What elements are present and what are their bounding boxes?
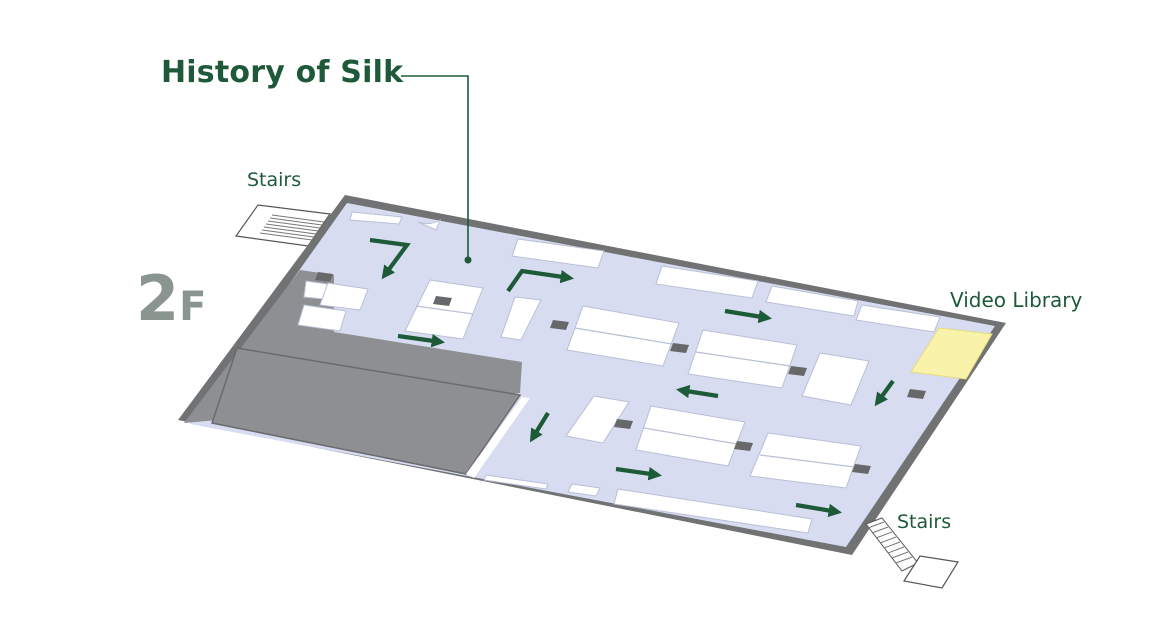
route-arrows (369, 237, 895, 518)
display-markers (315, 272, 926, 474)
stairs-bottom-label: Stairs (897, 511, 952, 533)
floor-suffix: F (179, 284, 207, 330)
video-library-label: Video Library (950, 288, 1083, 312)
stairs-bottom-right (865, 517, 959, 589)
exhibit-cases (297, 211, 941, 534)
exhibit-title: History of Silk (161, 55, 404, 90)
storage-block (184, 270, 530, 478)
title-leader-line (401, 75, 472, 264)
floor-indicator: 2F (136, 268, 206, 330)
floor-number: 2 (136, 262, 180, 335)
stairs-top-left (234, 204, 332, 247)
stairs-top-label: Stairs (247, 169, 302, 191)
video-library-area (910, 327, 993, 380)
